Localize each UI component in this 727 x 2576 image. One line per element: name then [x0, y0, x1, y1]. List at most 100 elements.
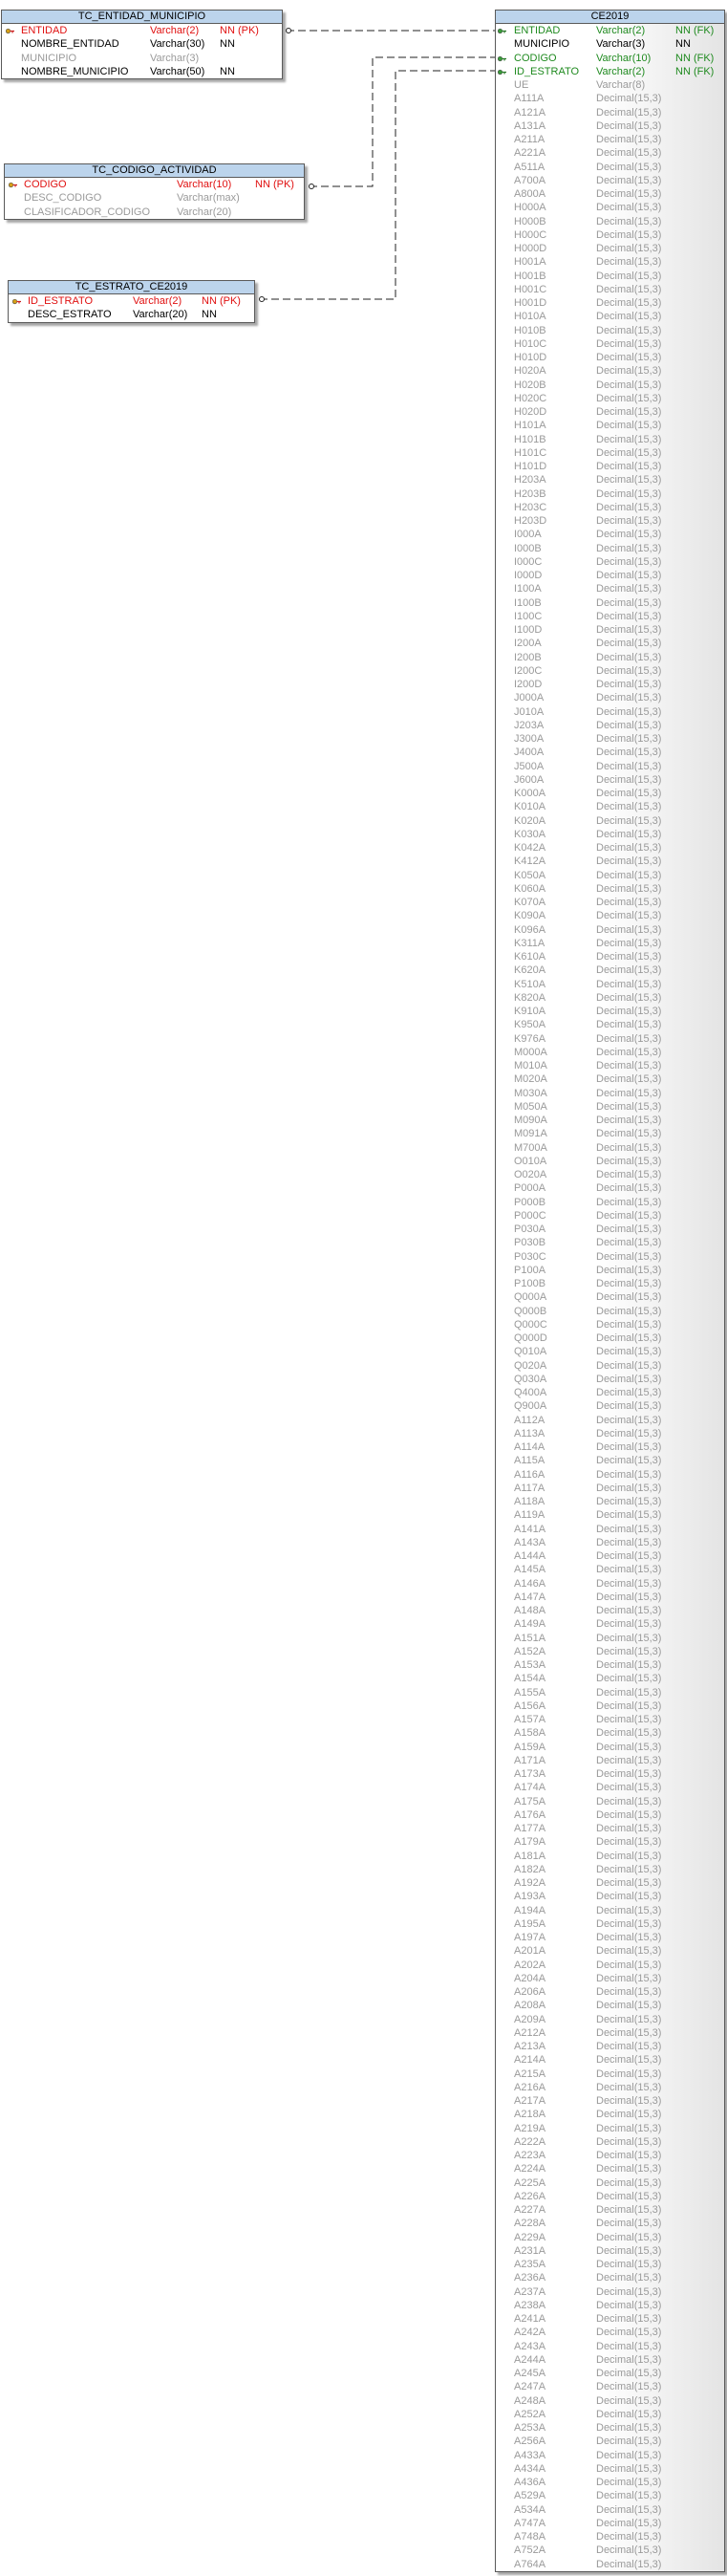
- column-row[interactable]: A226ADecimal(15,3): [496, 2190, 724, 2203]
- column-row[interactable]: K610ADecimal(15,3): [496, 950, 724, 963]
- column-row[interactable]: A243ADecimal(15,3): [496, 2340, 724, 2353]
- column-row[interactable]: J300ADecimal(15,3): [496, 732, 724, 746]
- column-row[interactable]: H010BDecimal(15,3): [496, 324, 724, 337]
- column-row[interactable]: A217ADecimal(15,3): [496, 2094, 724, 2108]
- column-row[interactable]: K510ADecimal(15,3): [496, 978, 724, 991]
- column-row[interactable]: H001BDecimal(15,3): [496, 270, 724, 283]
- column-row[interactable]: A212ADecimal(15,3): [496, 2026, 724, 2040]
- column-row[interactable]: H010DDecimal(15,3): [496, 351, 724, 364]
- column-row[interactable]: Q900ADecimal(15,3): [496, 1399, 724, 1413]
- column-row[interactable]: A114ADecimal(15,3): [496, 1440, 724, 1454]
- column-row[interactable]: K060ADecimal(15,3): [496, 882, 724, 896]
- column-row[interactable]: A144ADecimal(15,3): [496, 1549, 724, 1563]
- column-row[interactable]: CODIGOVarchar(10)NN (PK): [5, 178, 304, 191]
- column-row[interactable]: H101CDecimal(15,3): [496, 446, 724, 460]
- column-row[interactable]: O020ADecimal(15,3): [496, 1168, 724, 1181]
- table-tc-codigo-actividad[interactable]: TC_CODIGO_ACTIVIDAD CODIGOVarchar(10)NN …: [4, 163, 305, 220]
- column-row[interactable]: Q000ADecimal(15,3): [496, 1290, 724, 1304]
- column-row[interactable]: A235ADecimal(15,3): [496, 2258, 724, 2271]
- column-row[interactable]: I200CDecimal(15,3): [496, 664, 724, 678]
- column-row[interactable]: Q400ADecimal(15,3): [496, 1386, 724, 1399]
- column-row[interactable]: M700ADecimal(15,3): [496, 1141, 724, 1155]
- column-row[interactable]: A211ADecimal(15,3): [496, 133, 724, 146]
- column-row[interactable]: H203DDecimal(15,3): [496, 514, 724, 528]
- column-row[interactable]: M010ADecimal(15,3): [496, 1059, 724, 1072]
- column-row[interactable]: CLASIFICADOR_CODIGOVarchar(20): [5, 206, 304, 219]
- column-row[interactable]: A193ADecimal(15,3): [496, 1890, 724, 1903]
- column-row[interactable]: A223ADecimal(15,3): [496, 2149, 724, 2162]
- column-row[interactable]: A155ADecimal(15,3): [496, 1686, 724, 1699]
- column-row[interactable]: A748ADecimal(15,3): [496, 2530, 724, 2544]
- column-row[interactable]: A141ADecimal(15,3): [496, 1523, 724, 1536]
- column-row[interactable]: A175ADecimal(15,3): [496, 1795, 724, 1808]
- column-row[interactable]: H020ADecimal(15,3): [496, 364, 724, 378]
- column-row[interactable]: H001CDecimal(15,3): [496, 283, 724, 296]
- table-tc-estrato-ce2019[interactable]: TC_ESTRATO_CE2019 ID_ESTRATOVarchar(2)NN…: [8, 280, 255, 323]
- column-row[interactable]: A156ADecimal(15,3): [496, 1699, 724, 1713]
- column-row[interactable]: K950ADecimal(15,3): [496, 1018, 724, 1031]
- column-row[interactable]: A149ADecimal(15,3): [496, 1617, 724, 1631]
- column-row[interactable]: A209ADecimal(15,3): [496, 2013, 724, 2026]
- column-row[interactable]: A119ADecimal(15,3): [496, 1508, 724, 1522]
- column-row[interactable]: A151ADecimal(15,3): [496, 1632, 724, 1645]
- column-row[interactable]: O010ADecimal(15,3): [496, 1155, 724, 1168]
- column-row[interactable]: A247ADecimal(15,3): [496, 2380, 724, 2393]
- column-row[interactable]: A237ADecimal(15,3): [496, 2285, 724, 2299]
- column-row[interactable]: A117ADecimal(15,3): [496, 1482, 724, 1495]
- column-row[interactable]: K050ADecimal(15,3): [496, 869, 724, 882]
- column-row[interactable]: H000ADecimal(15,3): [496, 201, 724, 214]
- column-row[interactable]: H203ADecimal(15,3): [496, 473, 724, 487]
- column-row[interactable]: A222ADecimal(15,3): [496, 2135, 724, 2149]
- column-row[interactable]: P030ADecimal(15,3): [496, 1223, 724, 1236]
- column-row[interactable]: A242ADecimal(15,3): [496, 2326, 724, 2339]
- column-row[interactable]: K030ADecimal(15,3): [496, 828, 724, 841]
- column-row[interactable]: A218ADecimal(15,3): [496, 2108, 724, 2121]
- column-row[interactable]: P030CDecimal(15,3): [496, 1250, 724, 1264]
- column-row[interactable]: H203BDecimal(15,3): [496, 487, 724, 501]
- column-row[interactable]: P000CDecimal(15,3): [496, 1209, 724, 1223]
- column-row[interactable]: A143ADecimal(15,3): [496, 1536, 724, 1549]
- column-row[interactable]: P100BDecimal(15,3): [496, 1277, 724, 1290]
- column-row[interactable]: A221ADecimal(15,3): [496, 146, 724, 160]
- column-row[interactable]: A115ADecimal(15,3): [496, 1454, 724, 1467]
- column-row[interactable]: H000BDecimal(15,3): [496, 215, 724, 228]
- column-row[interactable]: A153ADecimal(15,3): [496, 1658, 724, 1672]
- column-row[interactable]: A700ADecimal(15,3): [496, 174, 724, 187]
- column-row[interactable]: K412ADecimal(15,3): [496, 855, 724, 868]
- column-row[interactable]: J203ADecimal(15,3): [496, 719, 724, 732]
- column-row[interactable]: Q010ADecimal(15,3): [496, 1345, 724, 1358]
- column-row[interactable]: CODIGOVarchar(10)NN (FK): [496, 52, 724, 65]
- column-row[interactable]: H020CDecimal(15,3): [496, 392, 724, 405]
- column-row[interactable]: Q020ADecimal(15,3): [496, 1359, 724, 1373]
- column-row[interactable]: A219ADecimal(15,3): [496, 2122, 724, 2135]
- column-row[interactable]: A179ADecimal(15,3): [496, 1835, 724, 1849]
- column-row[interactable]: H101ADecimal(15,3): [496, 419, 724, 432]
- column-row[interactable]: ID_ESTRATOVarchar(2)NN (FK): [496, 65, 724, 78]
- column-row[interactable]: H203CDecimal(15,3): [496, 501, 724, 514]
- column-row[interactable]: A206ADecimal(15,3): [496, 1985, 724, 1999]
- column-row[interactable]: A529ADecimal(15,3): [496, 2489, 724, 2502]
- column-row[interactable]: M000ADecimal(15,3): [496, 1046, 724, 1059]
- column-row[interactable]: A121ADecimal(15,3): [496, 106, 724, 119]
- column-row[interactable]: DESC_ESTRATOVarchar(20)NN: [9, 308, 254, 321]
- column-row[interactable]: A177ADecimal(15,3): [496, 1822, 724, 1835]
- column-row[interactable]: A752ADecimal(15,3): [496, 2544, 724, 2557]
- column-row[interactable]: A225ADecimal(15,3): [496, 2176, 724, 2190]
- column-row[interactable]: A131ADecimal(15,3): [496, 119, 724, 133]
- column-row[interactable]: P000ADecimal(15,3): [496, 1181, 724, 1195]
- column-row[interactable]: A224ADecimal(15,3): [496, 2162, 724, 2176]
- column-row[interactable]: A800ADecimal(15,3): [496, 187, 724, 201]
- column-row[interactable]: H101BDecimal(15,3): [496, 433, 724, 446]
- column-row[interactable]: A113ADecimal(15,3): [496, 1427, 724, 1440]
- column-row[interactable]: ENTIDADVarchar(2)NN (PK): [2, 24, 282, 37]
- column-row[interactable]: A213ADecimal(15,3): [496, 2040, 724, 2053]
- column-row[interactable]: A118ADecimal(15,3): [496, 1495, 724, 1508]
- column-row[interactable]: M090ADecimal(15,3): [496, 1114, 724, 1127]
- column-row[interactable]: I100DDecimal(15,3): [496, 623, 724, 637]
- column-row[interactable]: A148ADecimal(15,3): [496, 1604, 724, 1617]
- column-row[interactable]: K070ADecimal(15,3): [496, 896, 724, 909]
- column-row[interactable]: J600ADecimal(15,3): [496, 773, 724, 787]
- column-row[interactable]: K000ADecimal(15,3): [496, 787, 724, 800]
- column-row[interactable]: Q000DDecimal(15,3): [496, 1331, 724, 1345]
- column-row[interactable]: M030ADecimal(15,3): [496, 1087, 724, 1100]
